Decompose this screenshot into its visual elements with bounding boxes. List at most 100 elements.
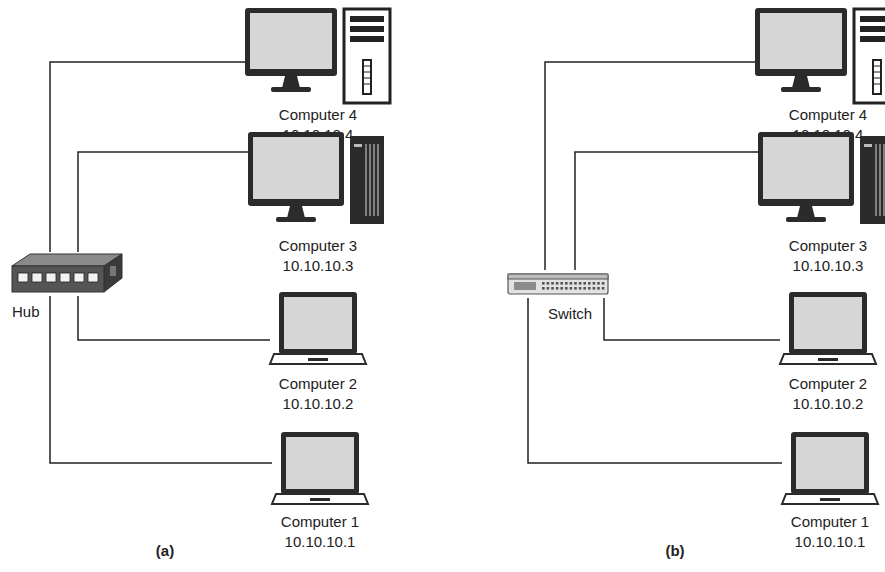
device-name: Computer 4 (789, 105, 867, 125)
network-cable (78, 296, 270, 340)
device-name: Computer 1 (281, 512, 359, 532)
switch-port (556, 287, 559, 290)
laptop-icon (782, 432, 878, 504)
desktop-computer: Computer 310.10.10.3 (758, 132, 885, 232)
tower-case (350, 136, 384, 224)
tower-grille (875, 144, 876, 216)
ip-address: 10.10.10.1 (791, 532, 869, 552)
desktop-computer: Computer 410.10.10.4 (755, 8, 885, 106)
device-label: Computer 110.10.10.1 (791, 512, 869, 552)
network-cable (50, 62, 245, 252)
ip-address: 10.10.10.1 (281, 532, 359, 552)
hub-top (12, 254, 122, 266)
hub-port (88, 273, 98, 282)
device-name: Computer 2 (279, 374, 357, 394)
drive-bay (860, 16, 885, 22)
monitor-screen (250, 13, 332, 69)
device-icon (758, 132, 885, 232)
laptop-icon (270, 292, 366, 364)
device-label: Switch (548, 304, 592, 324)
tower-vent (364, 84, 370, 85)
device-icon (248, 132, 388, 232)
switch-port (570, 287, 573, 290)
switch-body (508, 274, 608, 294)
switch-port (570, 282, 573, 285)
switch-port (597, 282, 600, 285)
switch-port (547, 282, 550, 285)
device-name: Switch (548, 304, 592, 324)
monitor-base (271, 87, 311, 92)
tower-slot (363, 60, 371, 94)
switch-port (593, 282, 596, 285)
laptop-lid (789, 292, 867, 354)
drive-bay (860, 26, 885, 32)
hub-port (74, 273, 84, 282)
tower-vent (874, 78, 880, 79)
hub-port (60, 273, 70, 282)
monitor-base (276, 217, 316, 222)
device-icon (782, 432, 878, 508)
monitor-neck (282, 76, 300, 88)
tower-grille (369, 144, 370, 216)
device-icon (270, 292, 366, 368)
ip-address: 10.10.10.2 (789, 394, 867, 414)
switch-port (588, 287, 591, 290)
tower-vent (364, 66, 370, 67)
monitor-screen (763, 137, 849, 199)
monitor-neck (792, 76, 810, 88)
network-cable (528, 298, 782, 463)
tower-vent (874, 72, 880, 73)
laptop-computer: Computer 210.10.10.2 (780, 292, 876, 368)
switch-port (583, 282, 586, 285)
device-name: Computer 4 (279, 105, 357, 125)
monitor-frame (758, 132, 854, 206)
hub-port (18, 273, 28, 282)
switch-port (560, 287, 563, 290)
tower-button (354, 144, 362, 147)
switch-port (579, 282, 582, 285)
hub-front (12, 266, 104, 292)
laptop-icon (780, 292, 876, 364)
switch-icon (508, 274, 608, 294)
hub-side (104, 254, 122, 292)
switch-panel (514, 282, 536, 290)
laptop-touchpad (820, 498, 840, 501)
mini-icon (248, 132, 384, 224)
switch-port (565, 287, 568, 290)
laptop-screen (284, 297, 352, 349)
tower-vent (364, 72, 370, 73)
ip-address: 10.10.10.3 (279, 256, 357, 276)
device-icon (12, 252, 122, 296)
switch-port (551, 287, 554, 290)
tower-vent (874, 66, 880, 67)
switch-port (542, 282, 545, 285)
tower-grille (373, 144, 374, 216)
hub-port (32, 273, 42, 282)
monitor-screen (253, 137, 339, 199)
laptop-base (780, 354, 876, 364)
monitor-frame (245, 8, 337, 76)
drive-bay (350, 16, 384, 22)
tower-icon (245, 8, 390, 103)
monitor-base (786, 217, 826, 222)
device-name: Computer 3 (789, 236, 867, 256)
hub-port (46, 273, 56, 282)
device-icon (272, 432, 368, 508)
laptop-touchpad (310, 498, 330, 501)
laptop-lid (791, 432, 869, 494)
tower-grille (879, 144, 880, 216)
switch-port (551, 282, 554, 285)
laptop-computer: Computer 110.10.10.1 (272, 432, 368, 508)
panel-label: (a) (156, 541, 174, 561)
tower-grille (365, 144, 366, 216)
switch-port (565, 282, 568, 285)
laptop-screen (794, 297, 862, 349)
network-cable (545, 62, 755, 270)
hub-icon (12, 254, 122, 292)
device-icon (245, 8, 393, 106)
tower-case (854, 9, 885, 103)
ip-address: 10.10.10.2 (279, 394, 357, 414)
hub-led (110, 266, 116, 276)
hub-device: Hub (12, 252, 122, 296)
drive-bay (350, 26, 384, 32)
